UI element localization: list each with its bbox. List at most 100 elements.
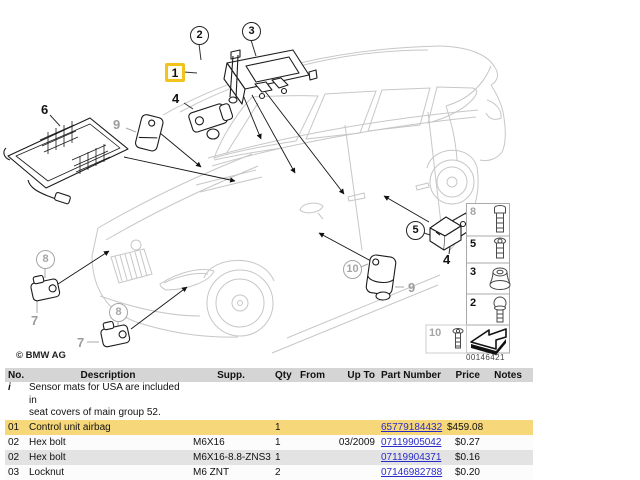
sensor-9-left-drawing [134, 114, 164, 152]
cell-from [295, 465, 330, 480]
label-connectors [49, 39, 451, 255]
legend-label-5: 5 [470, 238, 477, 250]
part-number-link[interactable]: 07119904371 [381, 451, 442, 463]
direction-arrow-icon [470, 328, 507, 355]
cell-description: Locknut [29, 466, 65, 478]
callout-7-label-right[interactable]: 7 [77, 335, 85, 350]
cell-qty: 1 [275, 436, 281, 448]
leader-lines [57, 85, 430, 330]
column-header-from: From [300, 369, 325, 381]
table-row: 01 Control unit airbag 1 65779184432 $459.08 [5, 419, 533, 435]
fastener-legend-strip [425, 203, 511, 355]
column-header-qty: Qty [275, 369, 292, 381]
callout-4-label-bpillar[interactable]: 4 [443, 252, 451, 267]
callout-2-circle[interactable]: 2 [190, 26, 209, 45]
sensor-4-bpillar-drawing [429, 212, 471, 251]
cell-qty: 1 [275, 451, 281, 463]
control-unit-drawing [223, 49, 318, 105]
small-screw-icon [452, 328, 464, 349]
callout-1-highlighted[interactable]: 1 [165, 63, 185, 82]
cell-description: Sensor mats for USA are included in seat… [29, 382, 180, 418]
cell-description: Hex bolt [29, 451, 66, 463]
cell-description: Hex bolt [29, 436, 66, 448]
cell-supp [190, 420, 272, 435]
cell-from [295, 420, 330, 435]
cell-supp: M6 ZNT [193, 466, 230, 478]
cell-from [295, 435, 330, 450]
cell-price: $0.27 [454, 436, 480, 448]
car-body-outline [91, 45, 506, 354]
cell-description: Control unit airbag [29, 421, 111, 433]
cell-no: 02 [8, 436, 20, 448]
callout-7-label-left[interactable]: 7 [31, 313, 39, 328]
airbag-parts-diagram: 1 2 3 4 4 5 6 7 7 8 8 9 9 10 8 5 3 2 10 … [3, 22, 511, 362]
cell-from [295, 450, 330, 465]
callout-8-circle-left[interactable]: 8 [36, 250, 55, 269]
callout-6-label[interactable]: 6 [41, 102, 49, 117]
legend-label-10: 10 [429, 327, 442, 339]
part-number-link[interactable]: 07146982788 [381, 466, 443, 478]
hex-bolt-icon [494, 237, 506, 259]
cell-notes [483, 465, 533, 480]
cell-no: i [8, 382, 11, 393]
sensor-7-left-drawing [30, 274, 61, 302]
hex-bolt-icon [494, 205, 506, 233]
cell-qty: 2 [275, 466, 281, 478]
cell-up_to [330, 420, 378, 435]
part-number-link[interactable]: 07119905042 [381, 436, 442, 448]
callout-5-circle[interactable]: 5 [406, 221, 425, 240]
cell-price: $459.08 [447, 421, 483, 433]
callout-9-label-left[interactable]: 9 [113, 117, 121, 132]
cell-part_number: 65779184432 [378, 420, 444, 435]
part-drawings [3, 49, 471, 348]
cell-qty [272, 382, 295, 420]
cell-up_to [330, 450, 378, 465]
callout-4-label-upper[interactable]: 4 [172, 91, 180, 106]
table-row: i Sensor mats for USA are included in sea… [5, 382, 533, 420]
cell-up_to [330, 382, 378, 420]
cell-notes [483, 420, 533, 435]
legend-label-2: 2 [470, 297, 477, 309]
column-header-price: Price [455, 369, 480, 381]
callout-10-circle[interactable]: 10 [343, 260, 362, 279]
sensor-mat-drawing [3, 117, 129, 205]
table-row: 02 Hex bolt M6X16 1 03/2009 07119905042 $0.27 [5, 434, 533, 450]
cell-supp [190, 382, 272, 420]
callout-8-circle-right[interactable]: 8 [109, 303, 128, 322]
diagram-number: 00146421 [466, 353, 505, 362]
column-header-up_to: Up To [347, 369, 375, 381]
cell-notes [483, 435, 533, 450]
cell-price: $0.20 [454, 466, 480, 478]
cell-supp: M6X16-8.8-ZNS3 [193, 451, 271, 463]
cell-notes [483, 450, 533, 465]
cell-up_to [330, 465, 378, 480]
column-header-description: Description [80, 369, 136, 381]
callout-9-label-right[interactable]: 9 [408, 280, 416, 295]
round-head-screw-icon [493, 296, 507, 323]
cell-from [295, 382, 330, 420]
cell-no: 02 [8, 451, 20, 463]
cell-price [444, 382, 483, 420]
table-row: 02 Hex bolt M6X16-8.8-ZNS3 1 07119904371 $0.1… [5, 449, 533, 465]
cell-part_number: 07119905042 [378, 435, 444, 450]
cell-part_number: 07146982788 [378, 465, 444, 480]
part-number-link[interactable]: 65779184432 [381, 421, 443, 433]
sensor-9-right-drawing [365, 254, 397, 296]
cell-qty: 1 [275, 421, 281, 433]
vehicle-line-drawing [3, 39, 511, 355]
column-header-supp: Supp. [217, 369, 245, 381]
callout-3-circle[interactable]: 3 [242, 22, 261, 41]
cell-up_to: 03/2009 [338, 436, 375, 448]
cell-supp: M6X16 [193, 436, 225, 448]
sensor-7-right-drawing [100, 320, 131, 348]
copyright-notice: © BMW AG [16, 350, 66, 361]
cell-part_number [378, 382, 444, 420]
cell-no: 01 [8, 421, 20, 433]
cell-part_number: 07119904371 [378, 450, 444, 465]
cell-price: $0.16 [454, 451, 480, 463]
